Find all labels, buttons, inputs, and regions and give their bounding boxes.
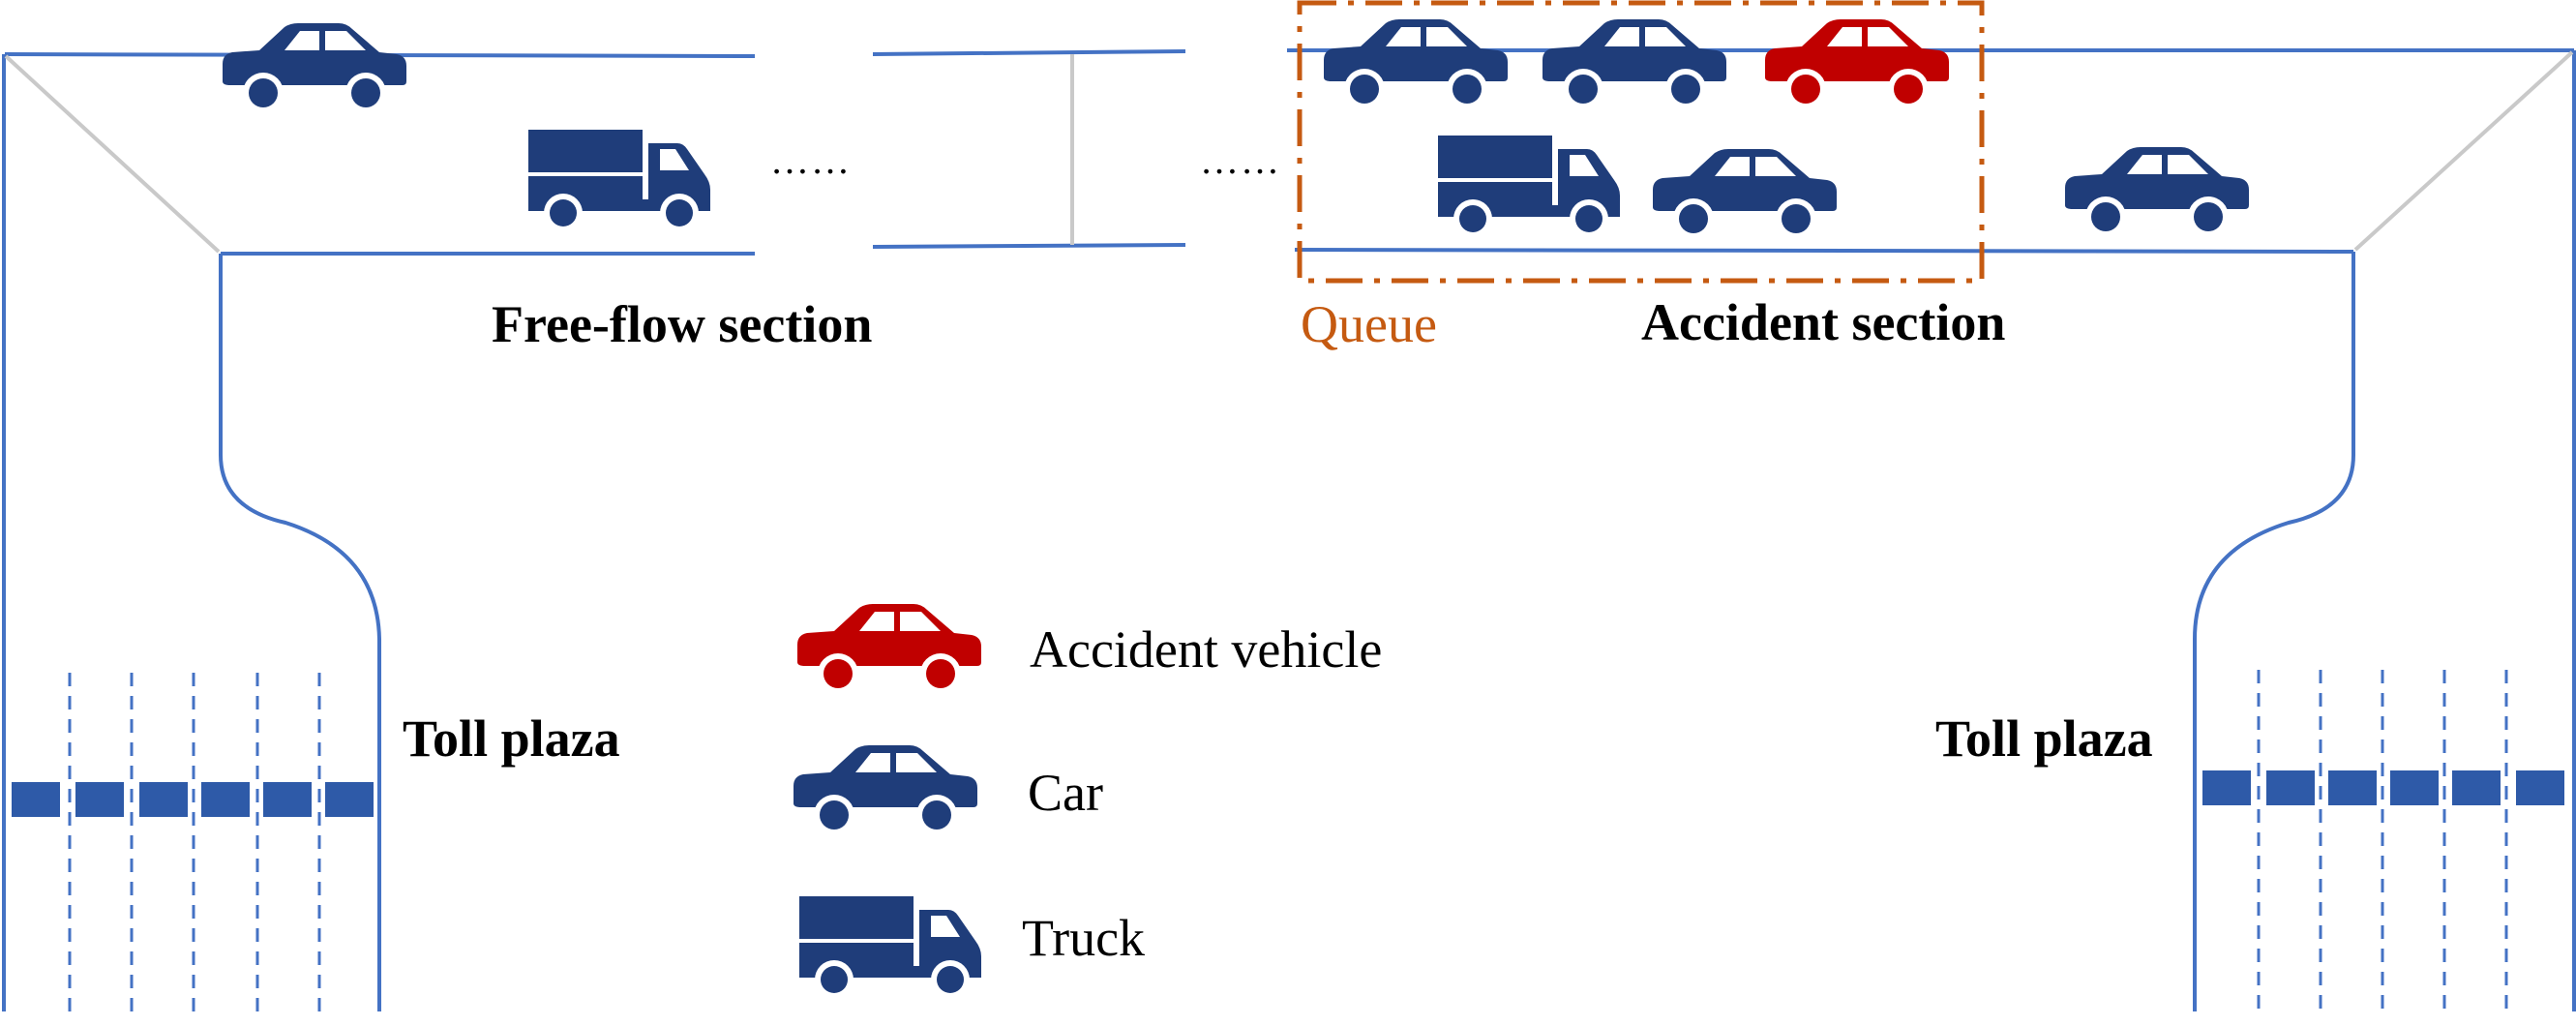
free-flow-section-label: Free-flow section: [492, 295, 873, 353]
road-top-mid-edge: [872, 49, 1186, 56]
toll-booth: [201, 782, 250, 817]
right-ramp-edge: [2193, 252, 2355, 1011]
toll-booth: [325, 782, 374, 817]
toll-booth: [263, 782, 312, 817]
toll-booth: [2452, 770, 2501, 805]
truck-icon: [528, 130, 710, 232]
toll-booth: [2328, 770, 2377, 805]
car-icon: [1543, 19, 1726, 109]
toll-booth: [2266, 770, 2315, 805]
ellipsis-right: ……: [1200, 138, 1281, 182]
car-icon: [1653, 149, 1837, 239]
toll-plaza-right-label: Toll plaza: [1935, 709, 2153, 768]
toll-booth: [2390, 770, 2439, 805]
road-bottom-mid-edge: [872, 243, 1186, 249]
accident-section-label: Accident section: [1641, 293, 2006, 351]
toll-booth: [12, 782, 60, 817]
toll-booth: [139, 782, 188, 817]
toll-booth: [2202, 770, 2251, 805]
toll-booth: [75, 782, 124, 817]
legend-label-car: Car: [1028, 764, 1103, 822]
road-bottom-right-edge: [1294, 248, 2354, 254]
legend-icons: [794, 604, 981, 999]
truck-icon: [799, 896, 981, 999]
car-icon: [794, 745, 977, 835]
queue-label: Queue: [1301, 295, 1437, 353]
legend-label-truck: Truck: [1022, 909, 1146, 967]
legend-label-accident-vehicle: Accident vehicle: [1030, 620, 1383, 679]
connector-lines: [4, 50, 2574, 254]
toll-plaza-left: [12, 673, 374, 1011]
ellipsis-left: ……: [770, 138, 852, 182]
vehicles: [223, 19, 2249, 239]
accident-car-icon: [1765, 19, 1949, 109]
car-icon: [1324, 19, 1508, 109]
accident-car-icon: [797, 604, 981, 694]
toll-plaza-right: [2202, 670, 2564, 1011]
left-ramp-edge: [219, 254, 381, 1011]
toll-plaza-left-label: Toll plaza: [403, 709, 620, 768]
car-icon: [223, 23, 406, 113]
queue-box: [1297, 0, 1985, 284]
truck-icon: [1438, 136, 1620, 238]
toll-booth: [2516, 770, 2564, 805]
car-icon: [2065, 147, 2249, 237]
